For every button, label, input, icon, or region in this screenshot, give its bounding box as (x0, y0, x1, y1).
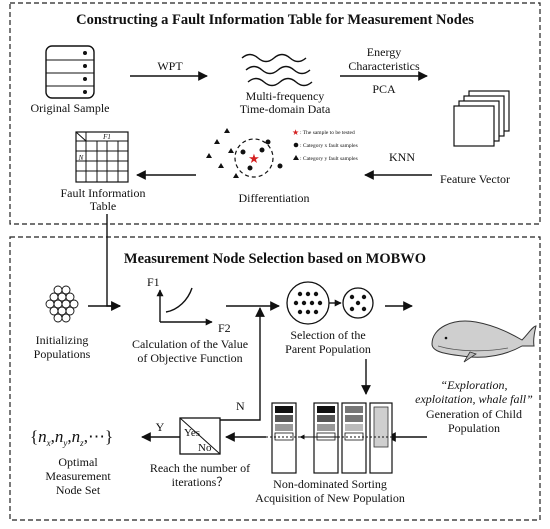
optimal-set-formula: {nx,ny,nz,⋯} (30, 427, 113, 448)
calc-label-2: of Objective Function (137, 351, 242, 365)
child-label-3: Generation of Child (426, 407, 522, 421)
table-n-label: N (78, 154, 84, 162)
child-label-1: “Exploration, (440, 378, 507, 392)
decision-yes-label: Yes (184, 427, 200, 439)
sorting-label-1: Non-dominated Sorting (273, 477, 387, 491)
knn-label: KNN (389, 150, 415, 164)
fault-table-label-1: Fault Information (61, 186, 146, 200)
axis-f2-label: F2 (218, 321, 231, 335)
reach-label-1: Reach the number of (150, 461, 250, 475)
legend-circle-icon (293, 142, 299, 148)
multi-frequency-label-2: Time-domain Data (240, 102, 331, 116)
wpt-label: WPT (157, 59, 183, 73)
init-label-2: Populations (34, 347, 91, 361)
sorting-label-2: Acquisition of New Population (255, 491, 405, 505)
section2-title: Measurement Node Selection based on MOBW… (124, 251, 426, 267)
differentiation-label: Differentiation (238, 191, 309, 205)
knn-scatter-icon: ★ (206, 128, 283, 178)
select-label-1: Selection of the (290, 328, 365, 342)
original-sample-label: Original Sample (31, 101, 110, 115)
waveform-icon (241, 53, 313, 87)
pca-label: PCA (372, 82, 396, 96)
multi-frequency-label-1: Multi-frequency (246, 89, 325, 103)
energy-label-2: Characteristics (348, 59, 420, 73)
legend-triangle-icon (293, 155, 299, 160)
legend-test: : The sample to be tested (300, 130, 355, 136)
table-f1-label: F1 (102, 133, 111, 141)
optimal-label-1: Optimal (58, 455, 98, 469)
table-to-calc-arrow (106, 214, 121, 311)
fault-table-label-2: Table (90, 199, 116, 213)
select-label-2: Parent Population (285, 342, 371, 356)
init-label-1: Initializing (36, 333, 89, 347)
feature-vector-label: Feature Vector (440, 172, 510, 186)
optimal-label-2: Measurement (45, 469, 111, 483)
decision-no-label: No (198, 442, 212, 454)
test-sample-star-icon: ★ (248, 151, 260, 166)
parent-selection-icon (286, 281, 374, 325)
calc-label-1: Calculation of the Value (132, 337, 248, 351)
feature-vector-icon (453, 90, 510, 147)
y-branch-label: Y (156, 420, 165, 434)
section2-frame (9, 236, 541, 521)
child-label-2: exploitation, whale fall” (415, 392, 533, 406)
reach-label-2: iterations？ (172, 475, 229, 489)
population-icon (45, 285, 79, 323)
fault-table-icon (75, 131, 129, 183)
legend-star-icon: ★ (292, 128, 299, 137)
n-branch-label: N (236, 399, 245, 413)
legend-x: : Category x fault samples (300, 142, 358, 149)
pareto-front-icon (156, 287, 213, 326)
legend-y: : Category y fault samples (300, 155, 358, 162)
whale-icon (431, 320, 537, 363)
optimal-label-3: Node Set (56, 483, 101, 497)
sorting-icon (266, 402, 398, 474)
child-label-4: Population (448, 421, 500, 435)
decision-box (179, 417, 221, 455)
energy-label-1: Energy (367, 45, 401, 59)
section1-frame (9, 2, 541, 225)
axis-f1-label: F1 (147, 275, 160, 289)
database-icon (45, 45, 95, 99)
section1-title: Constructing a Fault Information Table f… (76, 12, 474, 28)
loop-back-arrow (220, 307, 265, 421)
